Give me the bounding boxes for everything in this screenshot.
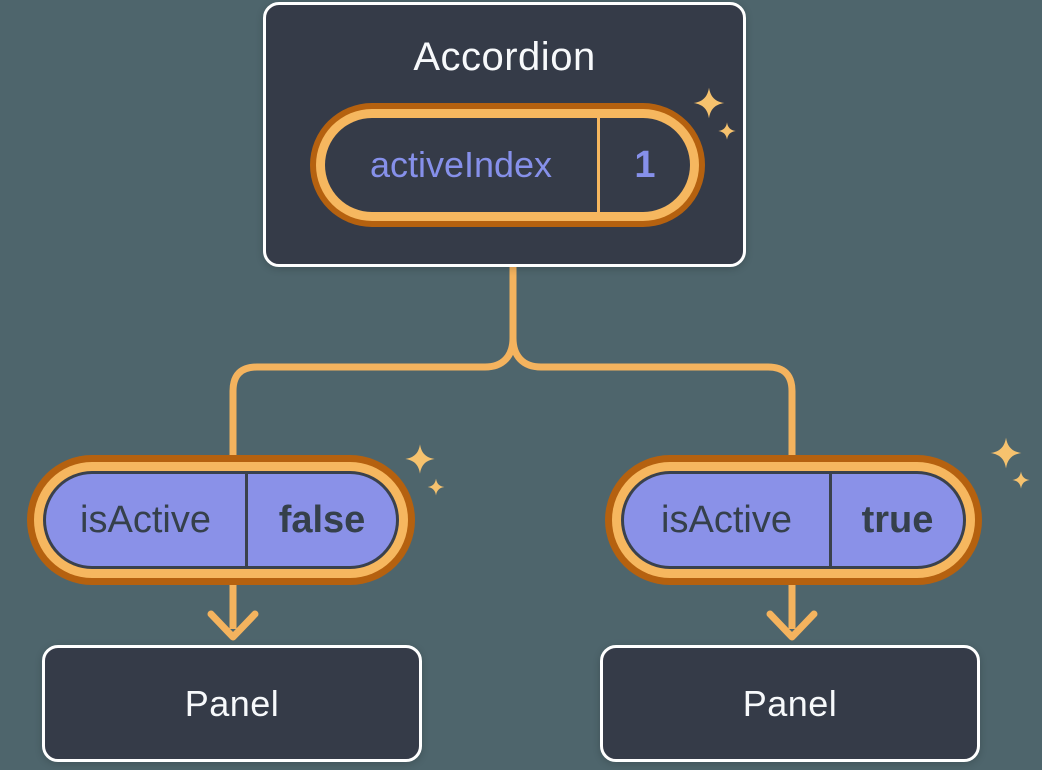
prop-pill-is-active-true: isActive true	[605, 455, 982, 585]
panel-component-box-left: Panel	[42, 645, 422, 762]
state-pill-active-index: activeIndex 1	[310, 103, 705, 227]
state-pill-divider	[597, 118, 600, 212]
arrow-head-left-icon	[207, 610, 259, 641]
prop-name-label: isActive	[80, 498, 211, 541]
prop-value-label: false	[278, 498, 366, 541]
prop-pill-core: isActive true	[624, 474, 963, 566]
sparkle-icon	[990, 437, 1022, 469]
state-pill-core: activeIndex 1	[325, 118, 690, 212]
pill-ring-outer: isActive false	[27, 455, 415, 585]
pill-ring-outer: isActive true	[605, 455, 982, 585]
prop-value-label: true	[861, 498, 934, 541]
accordion-title: Accordion	[413, 35, 596, 79]
panel-title: Panel	[742, 682, 838, 724]
prop-name-label: isActive	[661, 498, 792, 541]
pill-ring-inner: activeIndex 1	[316, 109, 699, 221]
prop-pill-core: isActive false	[46, 474, 396, 566]
state-value-label: 1	[634, 143, 656, 186]
arrow-head-right-icon	[766, 610, 818, 641]
pill-ring-outer: activeIndex 1	[310, 103, 705, 227]
pill-ring-inner: isActive true	[612, 462, 975, 578]
sparkle-icon	[427, 478, 445, 496]
sparkle-icon	[1012, 471, 1030, 489]
pill-ring-inner: isActive false	[34, 462, 408, 578]
prop-pill-is-active-false: isActive false	[27, 455, 415, 585]
pill-outline: isActive false	[43, 471, 399, 569]
panel-component-box-right: Panel	[600, 645, 980, 762]
prop-pill-divider	[829, 474, 832, 566]
panel-title: Panel	[184, 682, 280, 724]
pill-outline: isActive true	[621, 471, 966, 569]
state-name-label: activeIndex	[369, 144, 553, 185]
